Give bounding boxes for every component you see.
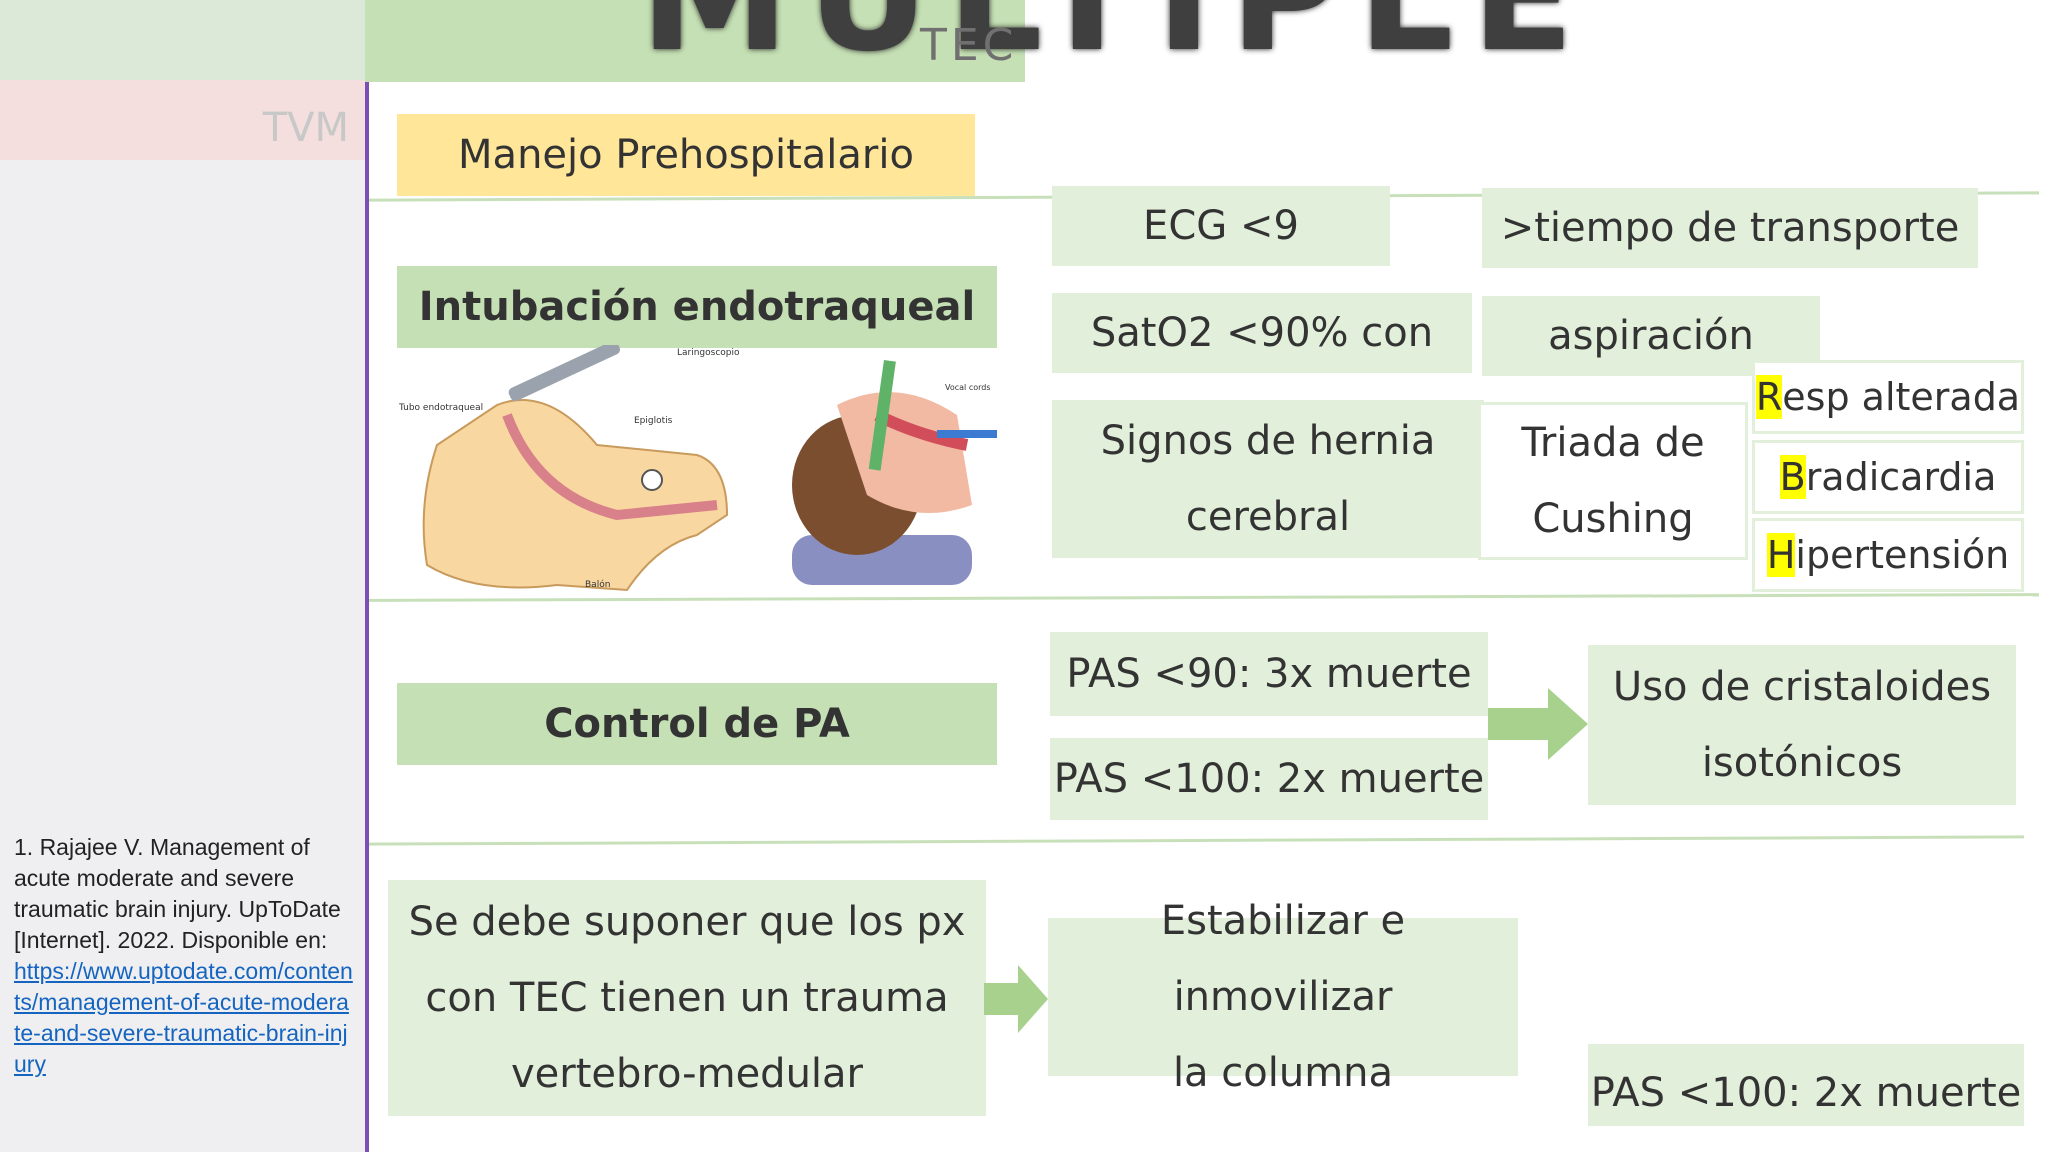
spine-assumption: Se debe suponer que los px con TEC tiene… bbox=[388, 880, 986, 1116]
spine-action-line1: Estabilizar e inmovilizar bbox=[1160, 898, 1406, 1020]
cushing-item-text: ipertensión bbox=[1795, 533, 2010, 577]
cushing-item-initial: R bbox=[1755, 375, 1783, 419]
section-divider bbox=[368, 593, 2040, 602]
diagram-label-tube: Tubo endotraqueal bbox=[398, 403, 483, 413]
intubation-illustration: Laringoscopio Tubo endotraqueal Epigloti… bbox=[398, 345, 997, 592]
diagram-label-balloon: Balón bbox=[585, 579, 610, 590]
cushing-item-initial: H bbox=[1766, 533, 1796, 577]
spine-action-line2: la columna bbox=[1172, 1050, 1394, 1096]
pressure-pas100-duplicate: PAS <100: 2x muerte bbox=[1588, 1044, 2024, 1126]
section-divider bbox=[369, 835, 2024, 846]
timeline-line bbox=[365, 82, 369, 1152]
page-subtitle: TEC bbox=[920, 20, 1018, 71]
criterion-ecg: ECG <9 bbox=[1052, 186, 1390, 266]
diagram-label-laryngoscope: Laringoscopio bbox=[677, 348, 740, 358]
arrow-right-icon bbox=[984, 965, 1048, 1033]
criterion-transport: >tiempo de transporte bbox=[1482, 188, 1978, 268]
sidebar-tab-tec[interactable] bbox=[0, 0, 365, 80]
cushing-line2: Cushing bbox=[1532, 496, 1694, 542]
patient-head-illustration bbox=[792, 360, 997, 585]
page-title: MÚLTIPLE bbox=[640, 0, 1574, 73]
intubation-title: Intubación endotraqueal bbox=[397, 266, 997, 348]
spine-line3: vertebro-medular bbox=[510, 1051, 863, 1097]
title-banner bbox=[365, 0, 1025, 82]
arrow-right-icon bbox=[1488, 688, 1588, 760]
cushing-item-initial: B bbox=[1779, 455, 1806, 499]
diagram-label-vocal-cords: Vocal cords bbox=[945, 383, 991, 392]
pressure-result: Uso de cristaloides isotónicos bbox=[1588, 645, 2016, 805]
spine-line2: con TEC tienen un trauma bbox=[425, 975, 949, 1021]
pressure-pas90: PAS <90: 3x muerte bbox=[1050, 632, 1488, 716]
cushing-item-text: radicardia bbox=[1805, 455, 1997, 499]
sidebar bbox=[0, 0, 365, 1152]
sidebar-tab-tvm[interactable]: TVM bbox=[0, 80, 365, 160]
reference-link[interactable]: https://www.uptodate.com/contents/manage… bbox=[14, 958, 353, 1077]
pressure-title: Control de PA bbox=[397, 683, 997, 765]
pressure-result-line2: isotónicos bbox=[1701, 740, 1903, 786]
diagram-label-epiglottis: Epiglotis bbox=[634, 416, 673, 426]
reference-text: 1. Rajajee V. Management of acute modera… bbox=[14, 834, 341, 953]
cushing-item-text: esp alterada bbox=[1782, 375, 2021, 419]
pressure-result-line1: Uso de cristaloides bbox=[1612, 664, 1992, 710]
reference: 1. Rajajee V. Management of acute modera… bbox=[14, 832, 354, 1080]
cushing-triad: Triada de Cushing bbox=[1478, 402, 1748, 560]
section-title: Manejo Prehospitalario bbox=[397, 114, 975, 196]
spine-action: Estabilizar e inmovilizar la columna bbox=[1048, 898, 1518, 1096]
criterion-hernia-line1: Signos de hernia bbox=[1100, 418, 1436, 464]
spine-line1: Se debe suponer que los px bbox=[408, 899, 966, 945]
pressure-pas100: PAS <100: 2x muerte bbox=[1050, 738, 1488, 820]
criterion-saturation: SatO2 <90% con bbox=[1052, 293, 1472, 373]
criterion-hernia: Signos de hernia cerebral bbox=[1052, 400, 1484, 558]
cushing-line1: Triada de bbox=[1521, 420, 1705, 466]
criterion-hernia-line2: cerebral bbox=[1185, 494, 1351, 540]
